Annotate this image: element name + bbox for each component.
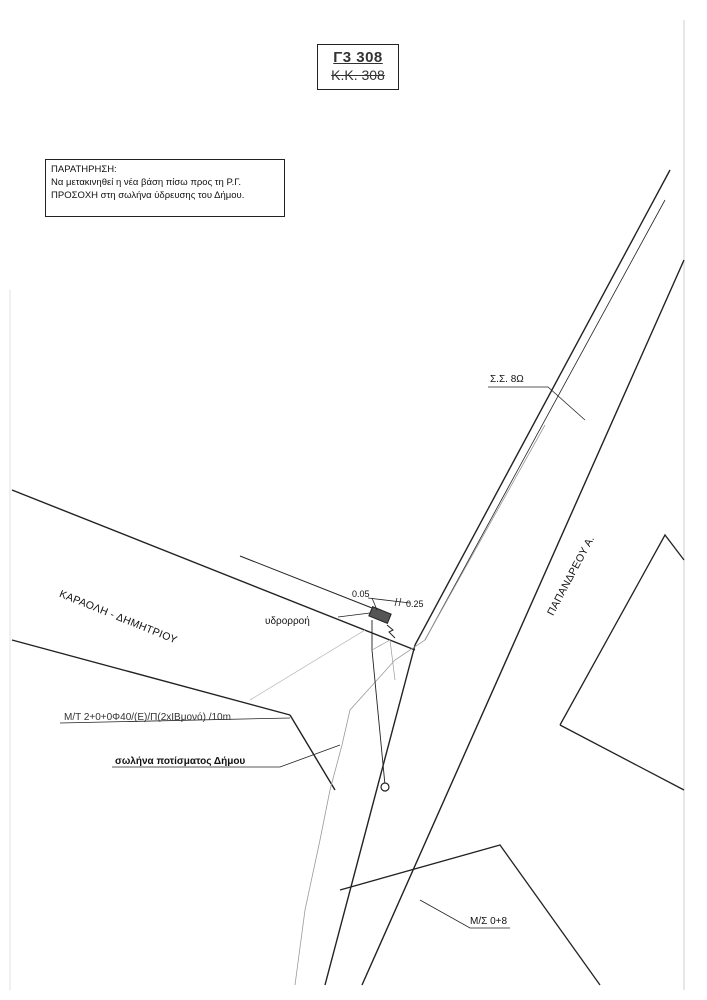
old-drawing-code: Κ.Κ. 308 <box>331 67 385 83</box>
drawing-code: Γ3 308 <box>333 49 383 66</box>
east-block-outline <box>559 533 685 726</box>
label-ss: Σ.Σ. 8Ω <box>490 374 524 385</box>
label-offset-right: 0.25 <box>406 599 424 609</box>
offset-dimension-line <box>367 597 411 604</box>
karaoli-corner-edge <box>289 714 336 791</box>
mt-cable-leader <box>59 717 291 724</box>
offset-tick-1 <box>394 597 398 607</box>
building-line <box>239 555 373 609</box>
papandreou-road-west-edge-lower <box>324 644 416 986</box>
power-arrow-symbol <box>386 624 396 639</box>
note-line-1: Να μετακινηθεί η νέα βάση πίσω προς τη Ρ… <box>51 177 242 188</box>
label-mt-cable: Μ/Τ 2+0+0Φ40/(Ε)/Π(2xΙΒμονό) /10m <box>64 712 231 723</box>
karaoli-road-south-edge <box>11 639 291 716</box>
label-water-pipe: σωλήνα ποτίσματος Δήμου <box>115 756 246 767</box>
label-ms: Μ/Σ 0+8 <box>470 916 508 927</box>
east-block-edge <box>559 724 685 791</box>
ydrorroi-leader <box>337 612 371 618</box>
label-offset-left: 0.05 <box>352 589 370 599</box>
papandreou-road-east-edge <box>361 259 685 986</box>
southeast-block-outline <box>339 844 601 986</box>
title-block: Γ3 308 Κ.Κ. 308 <box>317 44 399 90</box>
karaoli-road-north-edge <box>11 489 416 651</box>
ydrorroi-box <box>368 605 392 625</box>
water-pipe-leader <box>112 744 341 768</box>
cable-branch <box>371 639 396 681</box>
note-line-2: ΠΡΟΣΟΧΗ στη σωλήνα ύδρευσης του Δήμου. <box>51 190 245 201</box>
offset-tick-2 <box>398 597 402 607</box>
papandreou-road-west-edge <box>414 169 671 646</box>
ms-leader <box>419 899 510 929</box>
new-cable-run <box>371 620 386 786</box>
note-heading: ΠΑΡΑΤΗΡΗΣΗ: <box>51 164 117 175</box>
ss-leader <box>488 386 586 421</box>
offset-leader-left <box>371 597 378 611</box>
faint-utility-line-2 <box>249 629 366 701</box>
note-box: ΠΑΡΑΤΗΡΗΣΗ: Να μετακινηθεί η νέα βάση πί… <box>45 159 285 217</box>
label-ydrorroi: υδρορροή <box>265 616 310 627</box>
papandreou-inner-line <box>424 199 666 641</box>
new-pole-symbol <box>380 782 390 792</box>
faint-utility-line <box>294 424 546 986</box>
